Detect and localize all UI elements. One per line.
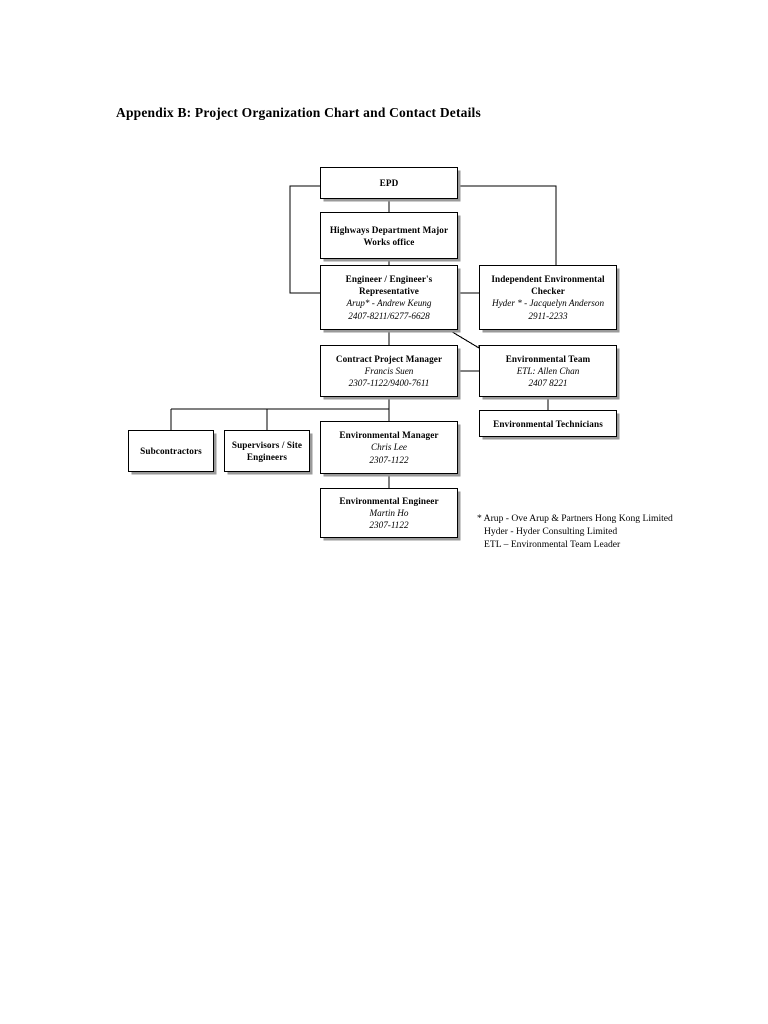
node-supervisors-site-engineers[interactable]: Supervisors / Site Engineers: [224, 430, 310, 472]
node-environmental-manager[interactable]: Environmental Manager Chris Lee 2307-112…: [320, 421, 458, 474]
edge-epd-iec: [458, 185, 557, 265]
node-subcontractors[interactable]: Subcontractors: [128, 430, 214, 472]
node-em-title: Environmental Manager: [339, 430, 439, 440]
node-et-phone: 2407 8221: [528, 378, 568, 388]
node-engineer-title: Engineer / Engineer's Representative: [345, 274, 433, 296]
node-engineer-phone: 2407-8211/6277-6628: [348, 310, 430, 321]
connector-lines: [170, 185, 557, 488]
edge-epd-engineer: [289, 185, 320, 294]
node-ee-title: Environmental Engineer: [339, 495, 439, 506]
node-supervisors-title: Supervisors / Site Engineers: [231, 440, 303, 462]
legend-line-arup: * Arup - Ove Arup & Partners Hong Kong L…: [477, 513, 673, 524]
node-em-person: Chris Lee: [371, 442, 407, 452]
legend-line-etl: ETL – Environmental Team Leader: [484, 539, 621, 551]
node-iec-phone: 2911-2233: [528, 310, 568, 321]
node-highways-department[interactable]: Highways Department Major Works office: [320, 212, 458, 259]
node-cpm-title: Contract Project Manager: [335, 353, 443, 364]
node-epd-title: EPD: [379, 178, 399, 188]
node-iec-title: Independent Environmental Checker: [491, 274, 605, 296]
chart-legend: * Arup - Ove Arup & Partners Hong Kong L…: [477, 512, 673, 552]
node-environmental-team[interactable]: Environmental Team ETL: Allen Chan 2407 …: [479, 345, 617, 397]
org-chart: EPD Highways Department Major Works offi…: [128, 167, 673, 552]
node-et-title: Environmental Team: [505, 353, 591, 364]
node-ettech-title: Environmental Technicians: [493, 418, 603, 429]
node-cpm-phone: 2307-1122/9400-7611: [348, 378, 430, 388]
node-cpm-person: Francis Suen: [364, 365, 414, 376]
page-title: Appendix B: Project Organization Chart a…: [116, 105, 481, 120]
node-environmental-engineer[interactable]: Environmental Engineer Martin Ho 2307-11…: [320, 488, 458, 538]
legend-line-hyder: Hyder - Hyder Consulting Limited: [484, 526, 618, 538]
node-highways-department-title: Highways Department Major Works office: [329, 224, 449, 247]
node-epd[interactable]: EPD: [320, 167, 458, 199]
node-contract-project-manager[interactable]: Contract Project Manager Francis Suen 23…: [320, 345, 458, 397]
node-engineer-person: Arup* - Andrew Keung: [346, 298, 432, 308]
node-iec-person: Hyder * - Jacquelyn Anderson: [491, 298, 605, 308]
node-et-person: ETL: Allen Chan: [516, 365, 580, 376]
node-em-phone: 2307-1122: [369, 454, 409, 465]
node-subcontractors-title: Subcontractors: [140, 446, 202, 456]
node-independent-environmental-checker[interactable]: Independent Environmental Checker Hyder …: [479, 265, 617, 330]
node-environmental-technicians[interactable]: Environmental Technicians: [479, 410, 617, 437]
node-ee-phone: 2307-1122: [369, 520, 409, 530]
node-ee-person: Martin Ho: [369, 507, 409, 518]
node-engineer[interactable]: Engineer / Engineer's Representative Aru…: [320, 265, 458, 330]
